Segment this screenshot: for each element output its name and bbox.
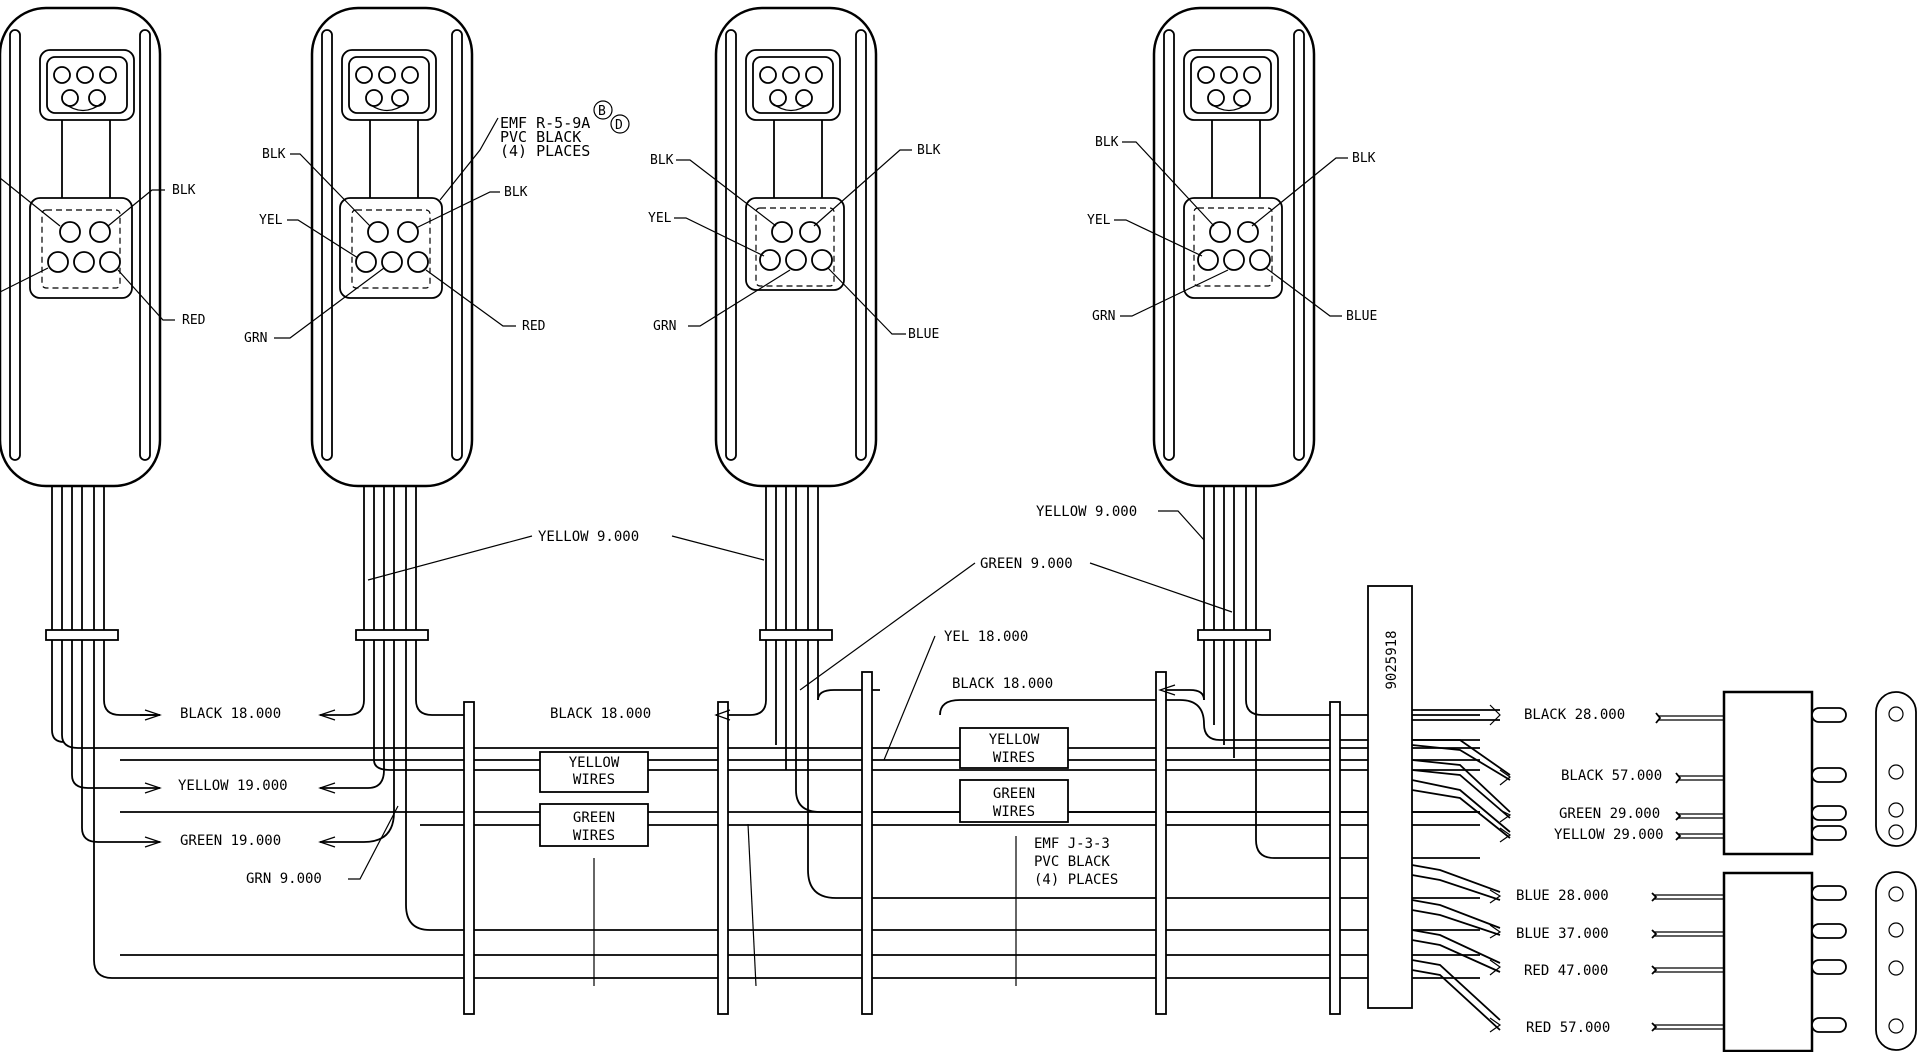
output-red-57: RED 57.000 xyxy=(1526,1020,1610,1036)
pin-label-c2-left-lower: GRN xyxy=(244,331,267,346)
callout-yel-18: YEL 18.000 xyxy=(944,629,1028,645)
emf-j-note-line-1: EMF J-3-3 xyxy=(1034,836,1110,852)
cut-wire-ends-left xyxy=(144,684,1176,848)
callout-black-18-c: BLACK 18.000 xyxy=(952,676,1053,692)
output-blue-28: BLUE 28.000 xyxy=(1516,888,1609,904)
svg-text:YELLOW: YELLOW xyxy=(989,732,1040,748)
svg-text:WIRES: WIRES xyxy=(573,772,615,788)
callout-green-9: GREEN 9.000 xyxy=(980,556,1073,572)
part-number-text: 9025918 xyxy=(1384,630,1400,689)
revision-mark-b xyxy=(593,100,613,120)
emf-r-note-line-1: EMF R-5-9A xyxy=(500,114,590,132)
pin-label-c2-right-upper: BLK xyxy=(504,185,528,200)
revision-mark-d xyxy=(610,114,630,134)
pin-label-c1-right-upper: BLK xyxy=(172,183,196,198)
pin-label-c2-right-lower: RED xyxy=(522,319,546,334)
yellow-wires-box-2: YELLOW WIRES xyxy=(959,727,1069,769)
part-number-label xyxy=(1367,585,1413,1009)
callout-yellow-9: YELLOW 9.000 xyxy=(538,529,639,545)
pin-callouts-2 xyxy=(274,117,516,339)
pin-label-c4-right-lower: BLUE xyxy=(1346,309,1377,324)
svg-text:WIRES: WIRES xyxy=(993,804,1035,820)
output-branches xyxy=(1411,704,1512,1033)
pin-label-c4-right-upper: BLK xyxy=(1352,151,1376,166)
yellow-wires-box-1: YELLOW WIRES xyxy=(539,751,649,793)
output-connector-upper xyxy=(1722,690,1847,856)
pin-label-c2-left-upper: BLK xyxy=(262,147,286,162)
pin-label-c2-left-mid: YEL xyxy=(259,213,283,228)
output-yellow-29: YELLOW 29.000 xyxy=(1554,827,1664,843)
terminal-cap-upper xyxy=(1875,691,1917,847)
emf-r-note-line-3: (4) PLACES xyxy=(500,142,590,160)
output-black-28: BLACK 28.000 xyxy=(1524,707,1625,723)
output-connector-lower xyxy=(1722,871,1847,1052)
green-wires-box-2: GREEN WIRES xyxy=(959,779,1069,823)
pin-label-c3-left-lower: GRN xyxy=(653,319,676,334)
output-blue-37: BLUE 37.000 xyxy=(1516,926,1609,942)
pin-callouts-1 xyxy=(0,177,175,321)
pin-label-c1-right-lower: RED xyxy=(182,313,206,328)
callout-yellow-19: YELLOW 19.000 xyxy=(178,778,288,794)
pin-label-c4-left-upper: BLK xyxy=(1095,135,1119,150)
pin-label-c3-left-upper: BLK xyxy=(650,153,674,168)
pin-label-c3-right-lower: BLUE xyxy=(908,327,939,342)
pin-label-c4-left-lower: GRN xyxy=(1092,309,1115,324)
connector-housing-1 xyxy=(0,6,162,488)
wire-bundles xyxy=(45,486,1271,700)
pin-callouts-3 xyxy=(674,149,912,335)
emf-j-note-line-2: PVC BLACK xyxy=(1034,854,1110,870)
revision-mark-d-label: D xyxy=(615,118,623,133)
pin-label-c3-left-mid: YEL xyxy=(648,211,672,226)
connector-housing-2 xyxy=(310,6,474,488)
emf-j-note-line-3: (4) PLACES xyxy=(1034,872,1118,888)
terminal-cap-lower xyxy=(1875,871,1917,1051)
callout-green-19: GREEN 19.000 xyxy=(180,833,281,849)
callout-black-18-a: BLACK 18.000 xyxy=(180,706,281,722)
harness-trunk xyxy=(51,650,1480,979)
svg-text:GREEN: GREEN xyxy=(573,810,615,826)
green-wires-box-1: GREEN WIRES xyxy=(539,803,649,847)
callout-yellow-9-right: YELLOW 9.000 xyxy=(1036,504,1137,520)
emf-r-note-line-2: PVC BLACK xyxy=(500,128,581,146)
connector-housing-3 xyxy=(714,6,878,488)
callout-black-18-b: BLACK 18.000 xyxy=(550,706,651,722)
svg-text:WIRES: WIRES xyxy=(993,750,1035,766)
svg-text:YELLOW: YELLOW xyxy=(569,755,620,771)
revision-mark-b-label: B xyxy=(598,104,606,119)
svg-text:WIRES: WIRES xyxy=(573,828,615,844)
leader-lines xyxy=(348,510,1233,987)
pin-label-c3-right-upper: BLK xyxy=(917,143,941,158)
svg-text:GREEN: GREEN xyxy=(993,786,1035,802)
wire-clamps xyxy=(463,671,1341,1015)
output-red-47: RED 47.000 xyxy=(1524,963,1608,979)
output-pin-leads xyxy=(1651,712,1724,1032)
pin-callouts-4 xyxy=(1114,141,1348,317)
pin-label-c4-left-mid: YEL xyxy=(1087,213,1111,228)
output-black-57: BLACK 57.000 xyxy=(1561,768,1662,784)
output-green-29: GREEN 29.000 xyxy=(1559,806,1660,822)
callout-grn-9: GRN 9.000 xyxy=(246,871,322,887)
